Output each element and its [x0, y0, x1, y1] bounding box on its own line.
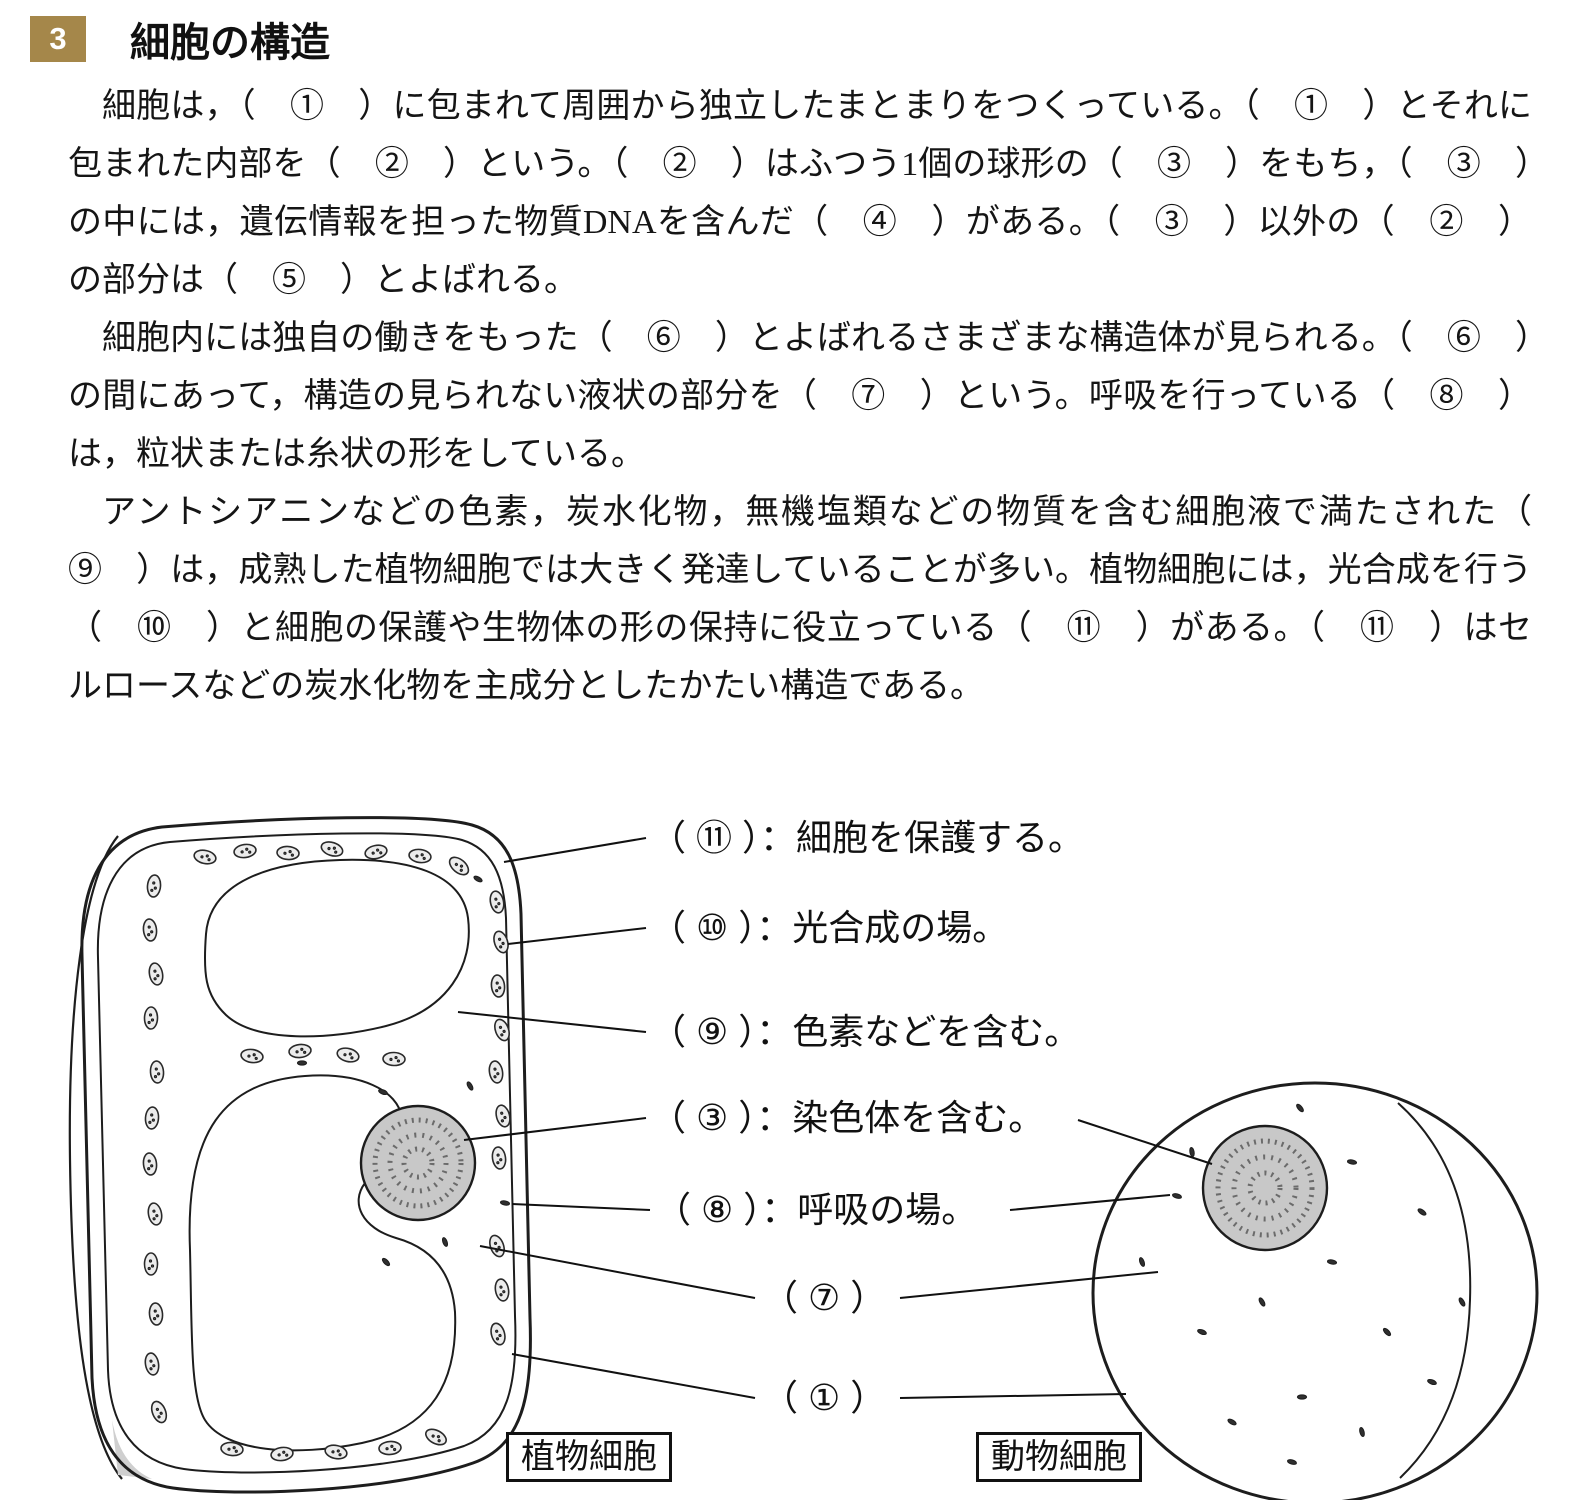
paragraph-3: アントシアニンなどの色素，炭水化物，無機塩類などの物質を含む細胞液で満たされた（…	[68, 494, 1566, 705]
diagram-label-8: （ ⑧ ）：呼吸の場。	[655, 1189, 978, 1230]
plant-cell-corner-shade	[112, 1420, 152, 1479]
plant-vacuole-upper	[203, 858, 470, 1038]
plant-cell-side-contour	[68, 835, 123, 1480]
plant-cell-membrane	[96, 832, 517, 1474]
plant-cell-caption: 植物細胞	[506, 1432, 672, 1482]
leader-line-1-right	[899, 1393, 1127, 1399]
section-title: 細胞の構造	[130, 21, 330, 65]
diagram-label-1: （ ① ）	[762, 1377, 887, 1418]
leader-line-8-left	[511, 1203, 651, 1211]
section-header: 3 細胞の構造	[0, 0, 1570, 68]
leader-line-10	[507, 927, 647, 945]
leader-line-7-right	[899, 1271, 1159, 1299]
leader-line-9	[457, 1011, 647, 1033]
plant-cell-wall	[80, 816, 532, 1494]
leader-line-11	[503, 837, 647, 863]
diagram-label-3: （ ③ ）：染色体を含む。	[650, 1097, 1045, 1138]
animal-cell-illustration	[1091, 1081, 1539, 1500]
body-text: 細胞は，（ ① ）に包まれて周囲から独立したまとまりをつくっている。（ ① ）と…	[0, 68, 1570, 716]
diagram-label-9: （ ⑨ ）：色素などを含む。	[650, 1011, 1081, 1052]
paragraph-1: 細胞は，（ ① ）に包まれて周囲から独立したまとまりをつくっている。（ ① ）と…	[68, 88, 1532, 299]
diagram-label-7: （ ⑦ ）	[762, 1277, 887, 1318]
animal-nucleus	[1201, 1124, 1329, 1252]
paragraph-2: 細胞内には独自の働きをもった（ ⑥ ）とよばれるさまざまな構造体が見られる。（ …	[68, 320, 1532, 473]
plant-vacuole-lower	[188, 1074, 457, 1452]
leader-line-1-left	[511, 1353, 756, 1399]
animal-cell-rim	[1397, 1102, 1472, 1479]
plant-cell-illustration	[68, 816, 532, 1494]
section-number-badge: 3	[30, 16, 86, 62]
animal-cell-membrane	[1091, 1081, 1539, 1500]
animal-cell-caption: 動物細胞	[976, 1432, 1142, 1482]
leader-line-7-left	[479, 1245, 756, 1299]
leader-line-8-right	[1009, 1194, 1171, 1211]
diagram-label-10: （ ⑩ ）：光合成の場。	[650, 907, 1009, 948]
leader-line-3-left	[463, 1117, 647, 1141]
plant-mitochondria	[296, 874, 511, 1268]
plant-nucleus	[359, 1104, 477, 1222]
diagram-label-11: （ ⑪ ）：細胞を保護する。	[650, 817, 1085, 858]
animal-mitochondria	[1137, 1102, 1467, 1466]
leader-line-3-right	[1077, 1119, 1213, 1165]
chloroplasts	[141, 838, 513, 1463]
